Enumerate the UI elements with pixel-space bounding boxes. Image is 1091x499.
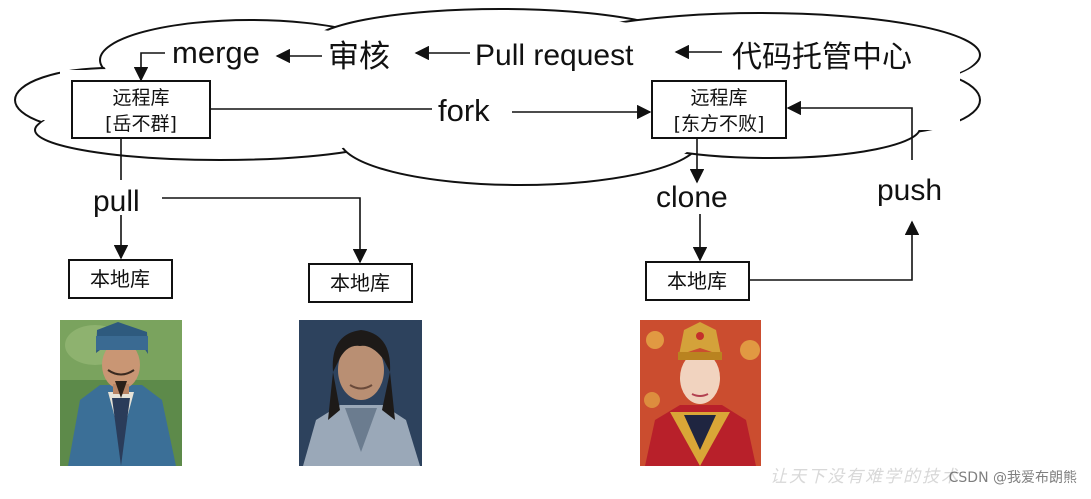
right-remote-box	[651, 80, 787, 139]
faint-watermark: 让天下没有难学的技术	[770, 467, 960, 487]
right-remote-owner: [东方不败]	[674, 113, 765, 135]
local-repo-2-label: 本地库	[330, 271, 390, 295]
local-repo-3-box	[645, 261, 750, 301]
merge-label: merge	[172, 35, 260, 70]
local-repo-2-box	[308, 263, 413, 303]
clone-label: clone	[656, 181, 728, 214]
pull-label: pull	[93, 185, 140, 218]
left-remote-owner: [岳不群]	[105, 113, 177, 135]
arrow-local-3-to-push	[750, 220, 920, 281]
hosting-center-title: 代码托管中心	[732, 40, 912, 75]
local-repo-3-label: 本地库	[667, 269, 727, 293]
cloud-arrows	[133, 44, 722, 120]
push-label: push	[877, 174, 942, 207]
left-remote-box	[71, 80, 211, 139]
arrow-pull-to-local-2	[162, 197, 368, 264]
review-label: 审核	[328, 39, 390, 75]
portrait-photo-2	[299, 320, 422, 466]
right-remote-title: 远程库	[690, 87, 747, 109]
arrow-merge-to-left-remote	[133, 52, 165, 82]
pull-request-label: Pull request	[475, 39, 634, 72]
lower-arrows	[113, 100, 920, 281]
left-remote-title: 远程库	[112, 87, 169, 109]
portrait-photo-3	[640, 320, 761, 466]
arrow-push-to-right-remote	[786, 100, 913, 160]
portrait-photo-1	[60, 320, 182, 466]
fork-label: fork	[438, 93, 490, 128]
local-repo-1-box	[68, 259, 173, 299]
csdn-watermark: CSDN @我爱布朗熊	[948, 470, 1077, 486]
local-repo-1-label: 本地库	[90, 267, 150, 291]
